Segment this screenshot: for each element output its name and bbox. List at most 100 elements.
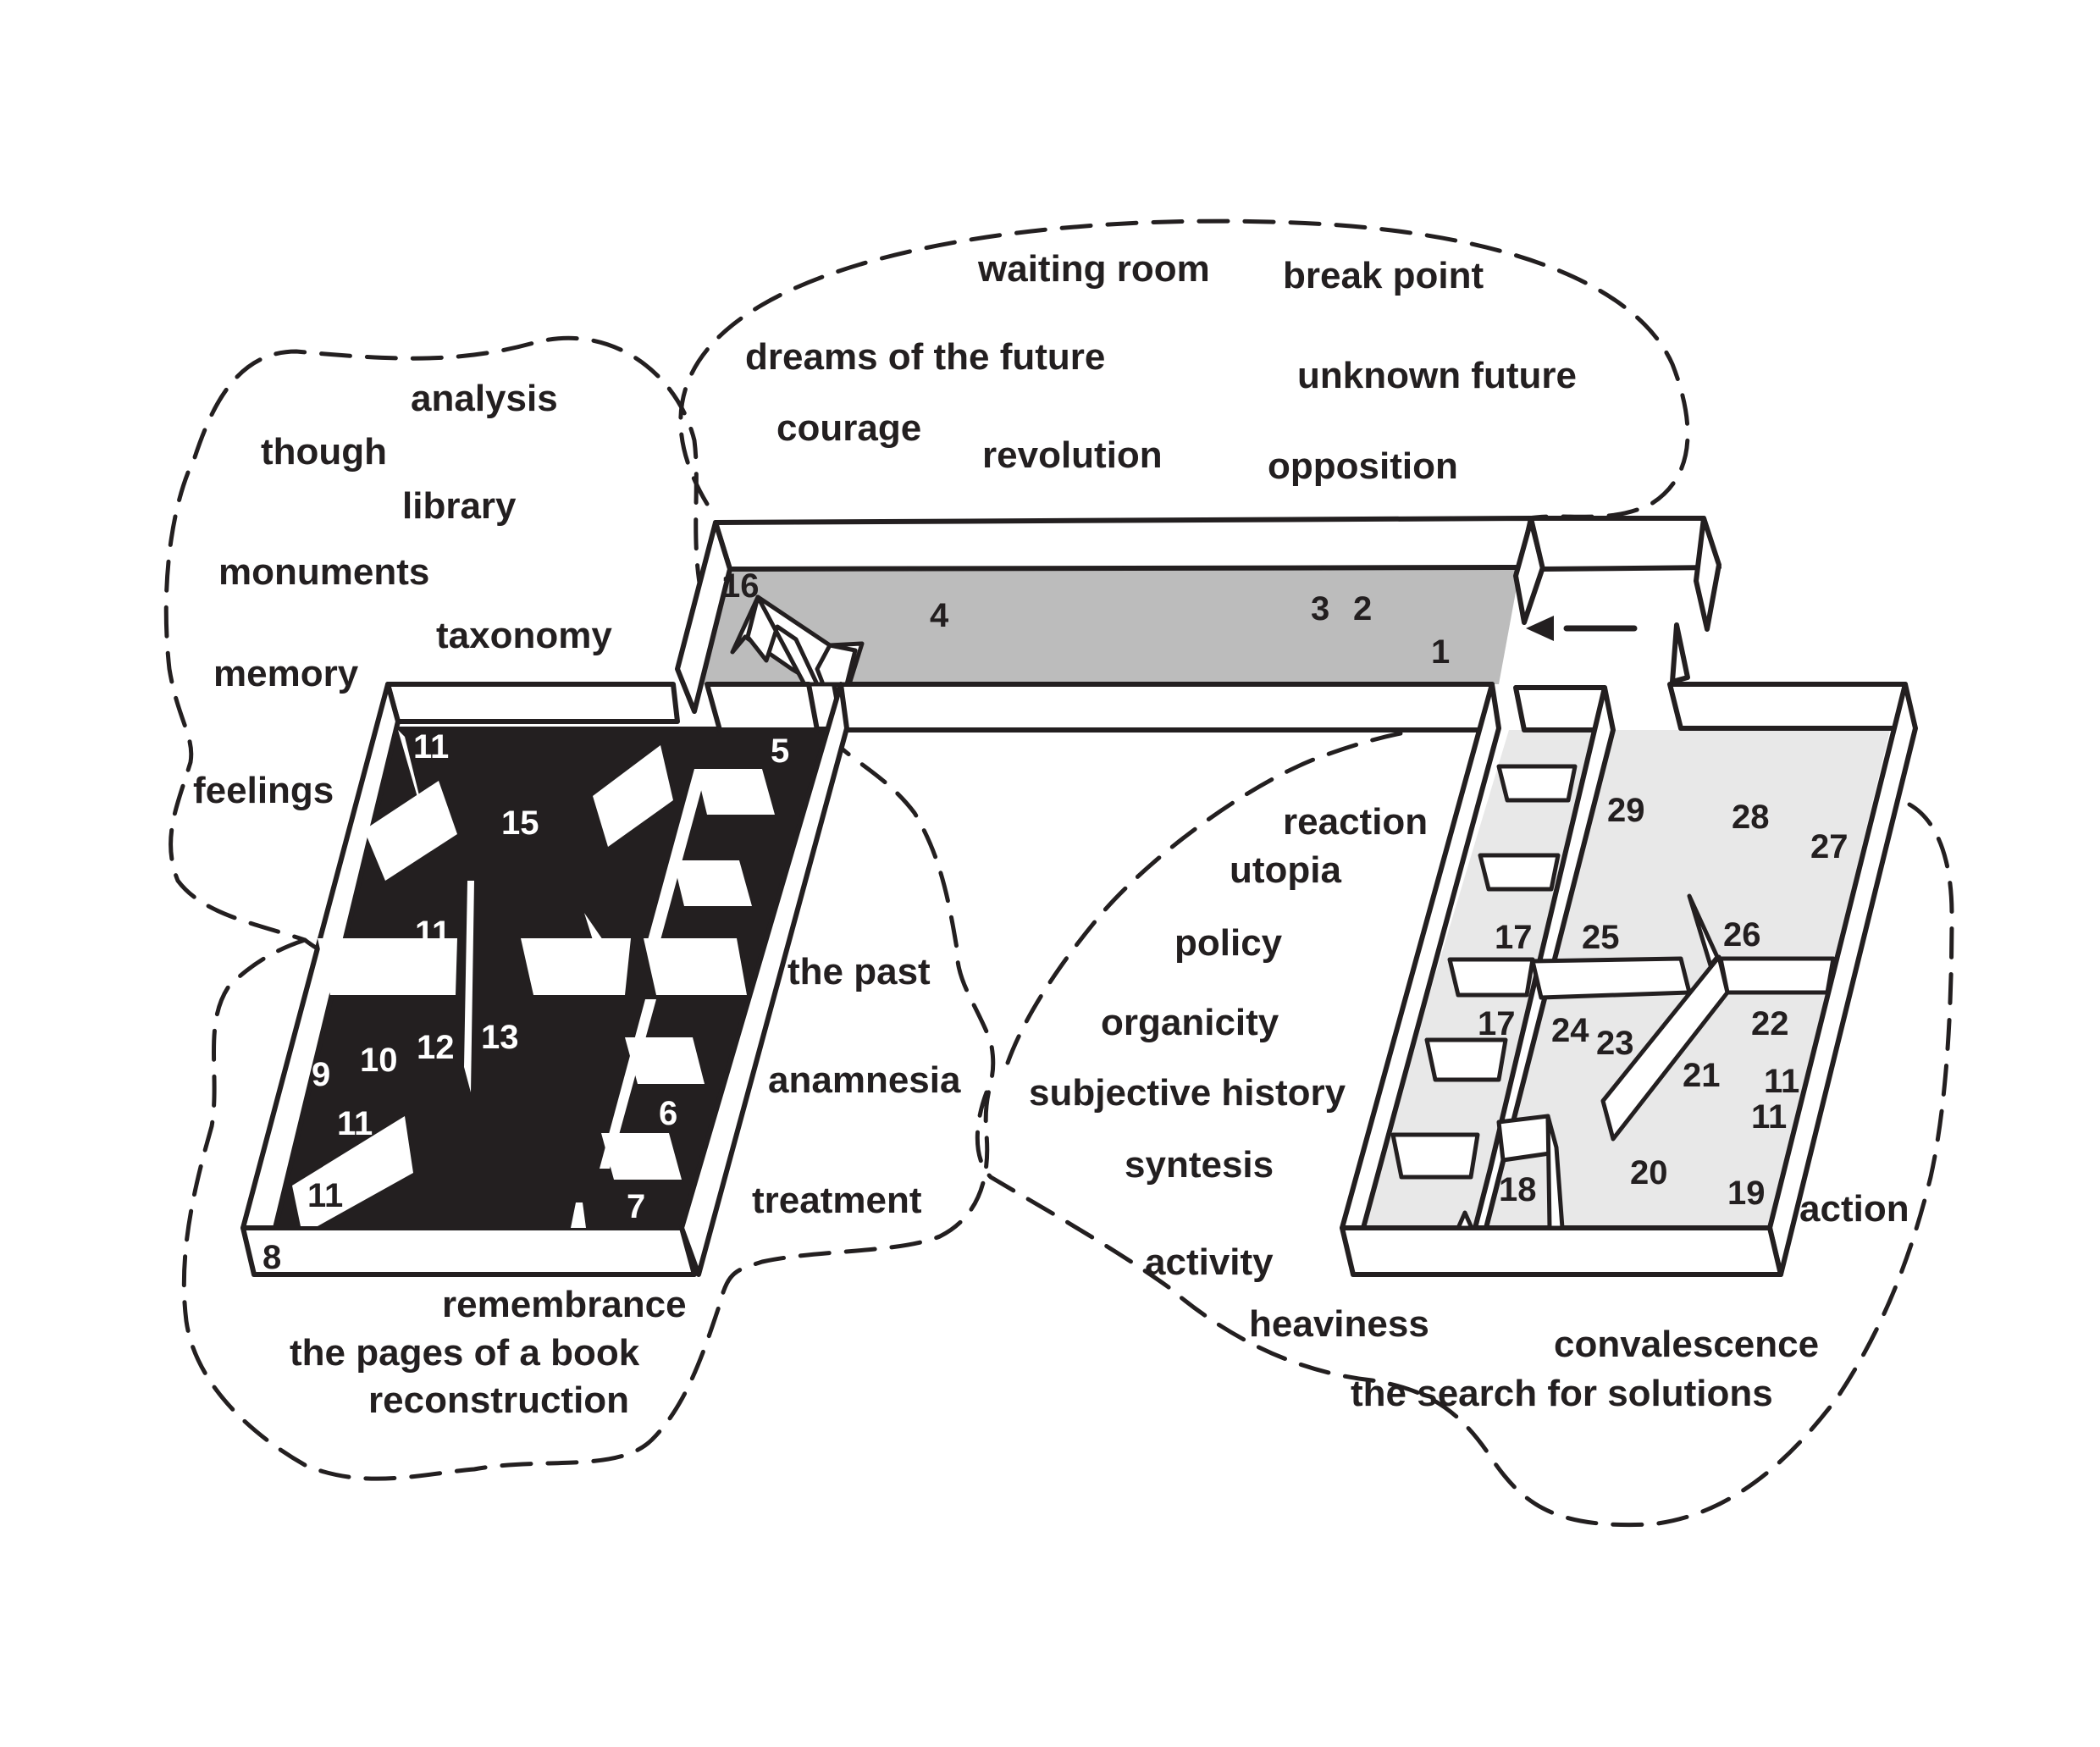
number-label: 28	[1732, 799, 1770, 836]
left-room-right-wall	[679, 682, 849, 1277]
number-label: 26	[1723, 916, 1761, 954]
number-label: 25	[1582, 919, 1620, 956]
word-convalescence: convalescence	[1554, 1324, 1819, 1365]
word-though: though	[261, 431, 387, 473]
step-block	[673, 860, 752, 906]
word-policy: policy	[1174, 922, 1283, 964]
word-organicity: organicity	[1101, 1002, 1279, 1043]
number-label: 29	[1607, 792, 1645, 829]
step-block	[1424, 1037, 1508, 1082]
number-label: 10	[360, 1042, 398, 1079]
number-label: 20	[1630, 1154, 1668, 1191]
corridor-numbers: 16 4 3 2 1	[721, 567, 1450, 671]
partition-block	[644, 938, 747, 995]
step-block	[1447, 957, 1535, 998]
word-syntesis: syntesis	[1125, 1144, 1274, 1186]
entrance-stub-right	[1670, 622, 1690, 684]
step-block	[696, 769, 775, 815]
thin-wall	[584, 913, 607, 942]
partition-block	[521, 938, 631, 995]
cloud-future-outline	[678, 218, 1690, 521]
number-label: 11	[1764, 1063, 1799, 1100]
entrance-top-wall	[1528, 516, 1721, 572]
word-reaction: reaction	[1283, 801, 1428, 843]
word-the-pages-of-a-book: the pages of a book	[290, 1332, 640, 1374]
word-utopia: utopia	[1230, 849, 1342, 891]
word-memory: memory	[213, 653, 359, 694]
arrow-left-icon	[1526, 616, 1638, 641]
word-taxonomy: taxonomy	[436, 615, 612, 656]
step-block	[1478, 853, 1561, 892]
step-block	[601, 1133, 682, 1180]
number-label: 11	[307, 1177, 343, 1214]
number-label: 11	[413, 728, 449, 766]
word-courage: courage	[776, 407, 921, 449]
thin-wall	[1456, 1210, 1474, 1230]
word-waiting-room: waiting room	[977, 248, 1210, 290]
word-break-point: break point	[1283, 255, 1484, 296]
number-label: 19	[1727, 1175, 1766, 1212]
word-anamnesia: anamnesia	[768, 1059, 961, 1101]
step-strip	[600, 999, 656, 1169]
step-strip	[571, 1202, 586, 1228]
step-block	[1496, 764, 1578, 803]
cloud-memory-words: analysis though library monuments taxono…	[193, 378, 612, 811]
block-18	[1496, 1114, 1552, 1163]
word-unknown-future: unknown future	[1297, 355, 1577, 396]
cloud-future-words: waiting room break point dreams of the f…	[745, 248, 1577, 487]
thin-wall	[464, 881, 474, 1092]
number-label: 22	[1751, 1005, 1789, 1042]
word-analysis: analysis	[411, 378, 558, 419]
number-label: 17	[1495, 919, 1533, 956]
cloud-action-words: reaction utopia policy organicity subjec…	[1029, 801, 1909, 1414]
number-label: 5	[771, 733, 789, 770]
partition-wall-22	[1718, 956, 1836, 995]
diagonal-wall-21	[1600, 954, 1730, 1142]
number-label: 4	[930, 597, 949, 634]
word-dreams-of-the-future: dreams of the future	[745, 336, 1105, 378]
word-revolution: revolution	[982, 434, 1163, 476]
partition-block	[593, 745, 673, 847]
right-room-top-wall	[1667, 682, 1908, 731]
number-label: 16	[721, 567, 760, 605]
number-label: 14	[383, 826, 421, 863]
partition-block	[364, 781, 457, 881]
step-block	[1390, 1132, 1480, 1180]
number-label: 11	[337, 1105, 373, 1142]
number-label: 23	[1596, 1025, 1634, 1062]
step-strip	[648, 769, 707, 940]
number-label: 6	[659, 1095, 677, 1132]
cloud-past-outline	[181, 743, 996, 1481]
number-label: 9	[312, 1056, 330, 1093]
number-label: 12	[417, 1029, 455, 1066]
left-room-top-wall	[385, 682, 680, 724]
number-label: 3	[1311, 590, 1329, 627]
number-label: 2	[1353, 590, 1372, 627]
number-label: 7	[627, 1188, 645, 1225]
word-library: library	[402, 485, 517, 527]
right-room-inner-wall	[1473, 685, 1616, 1230]
right-room-numbers: 29 28 27 17 25 26 17 24 23 22 21 11 11 1…	[1478, 792, 1849, 1212]
corridor-top-wall	[713, 516, 1534, 572]
word-action: action	[1799, 1188, 1909, 1230]
number-label: 11	[415, 915, 450, 952]
left-room-numbers: 11 5 15 14 11 13 12 10 9 11 11 6 7 8	[262, 728, 789, 1276]
thin-wall	[398, 730, 432, 847]
right-room-bottom-wall	[1340, 1225, 1783, 1277]
right-room-top-left-block	[1513, 685, 1607, 733]
number-label: 11	[1751, 1098, 1787, 1136]
number-label: 8	[262, 1239, 281, 1276]
number-label: 21	[1683, 1057, 1721, 1094]
word-opposition: opposition	[1268, 445, 1458, 487]
word-heaviness: heaviness	[1249, 1303, 1429, 1345]
cloud-memory-outline	[163, 335, 739, 952]
cloud-past-words: the past anamnesia treatment remembrance…	[290, 951, 961, 1421]
corridor-left-wall	[675, 520, 732, 714]
word-subjective-history: subjective history	[1029, 1072, 1346, 1114]
corridor-bottom-wall	[832, 682, 1495, 733]
word-remembrance: remembrance	[442, 1284, 687, 1325]
word-the-past: the past	[788, 951, 931, 992]
word-treatment: treatment	[752, 1180, 922, 1221]
partition-block	[292, 1116, 413, 1226]
